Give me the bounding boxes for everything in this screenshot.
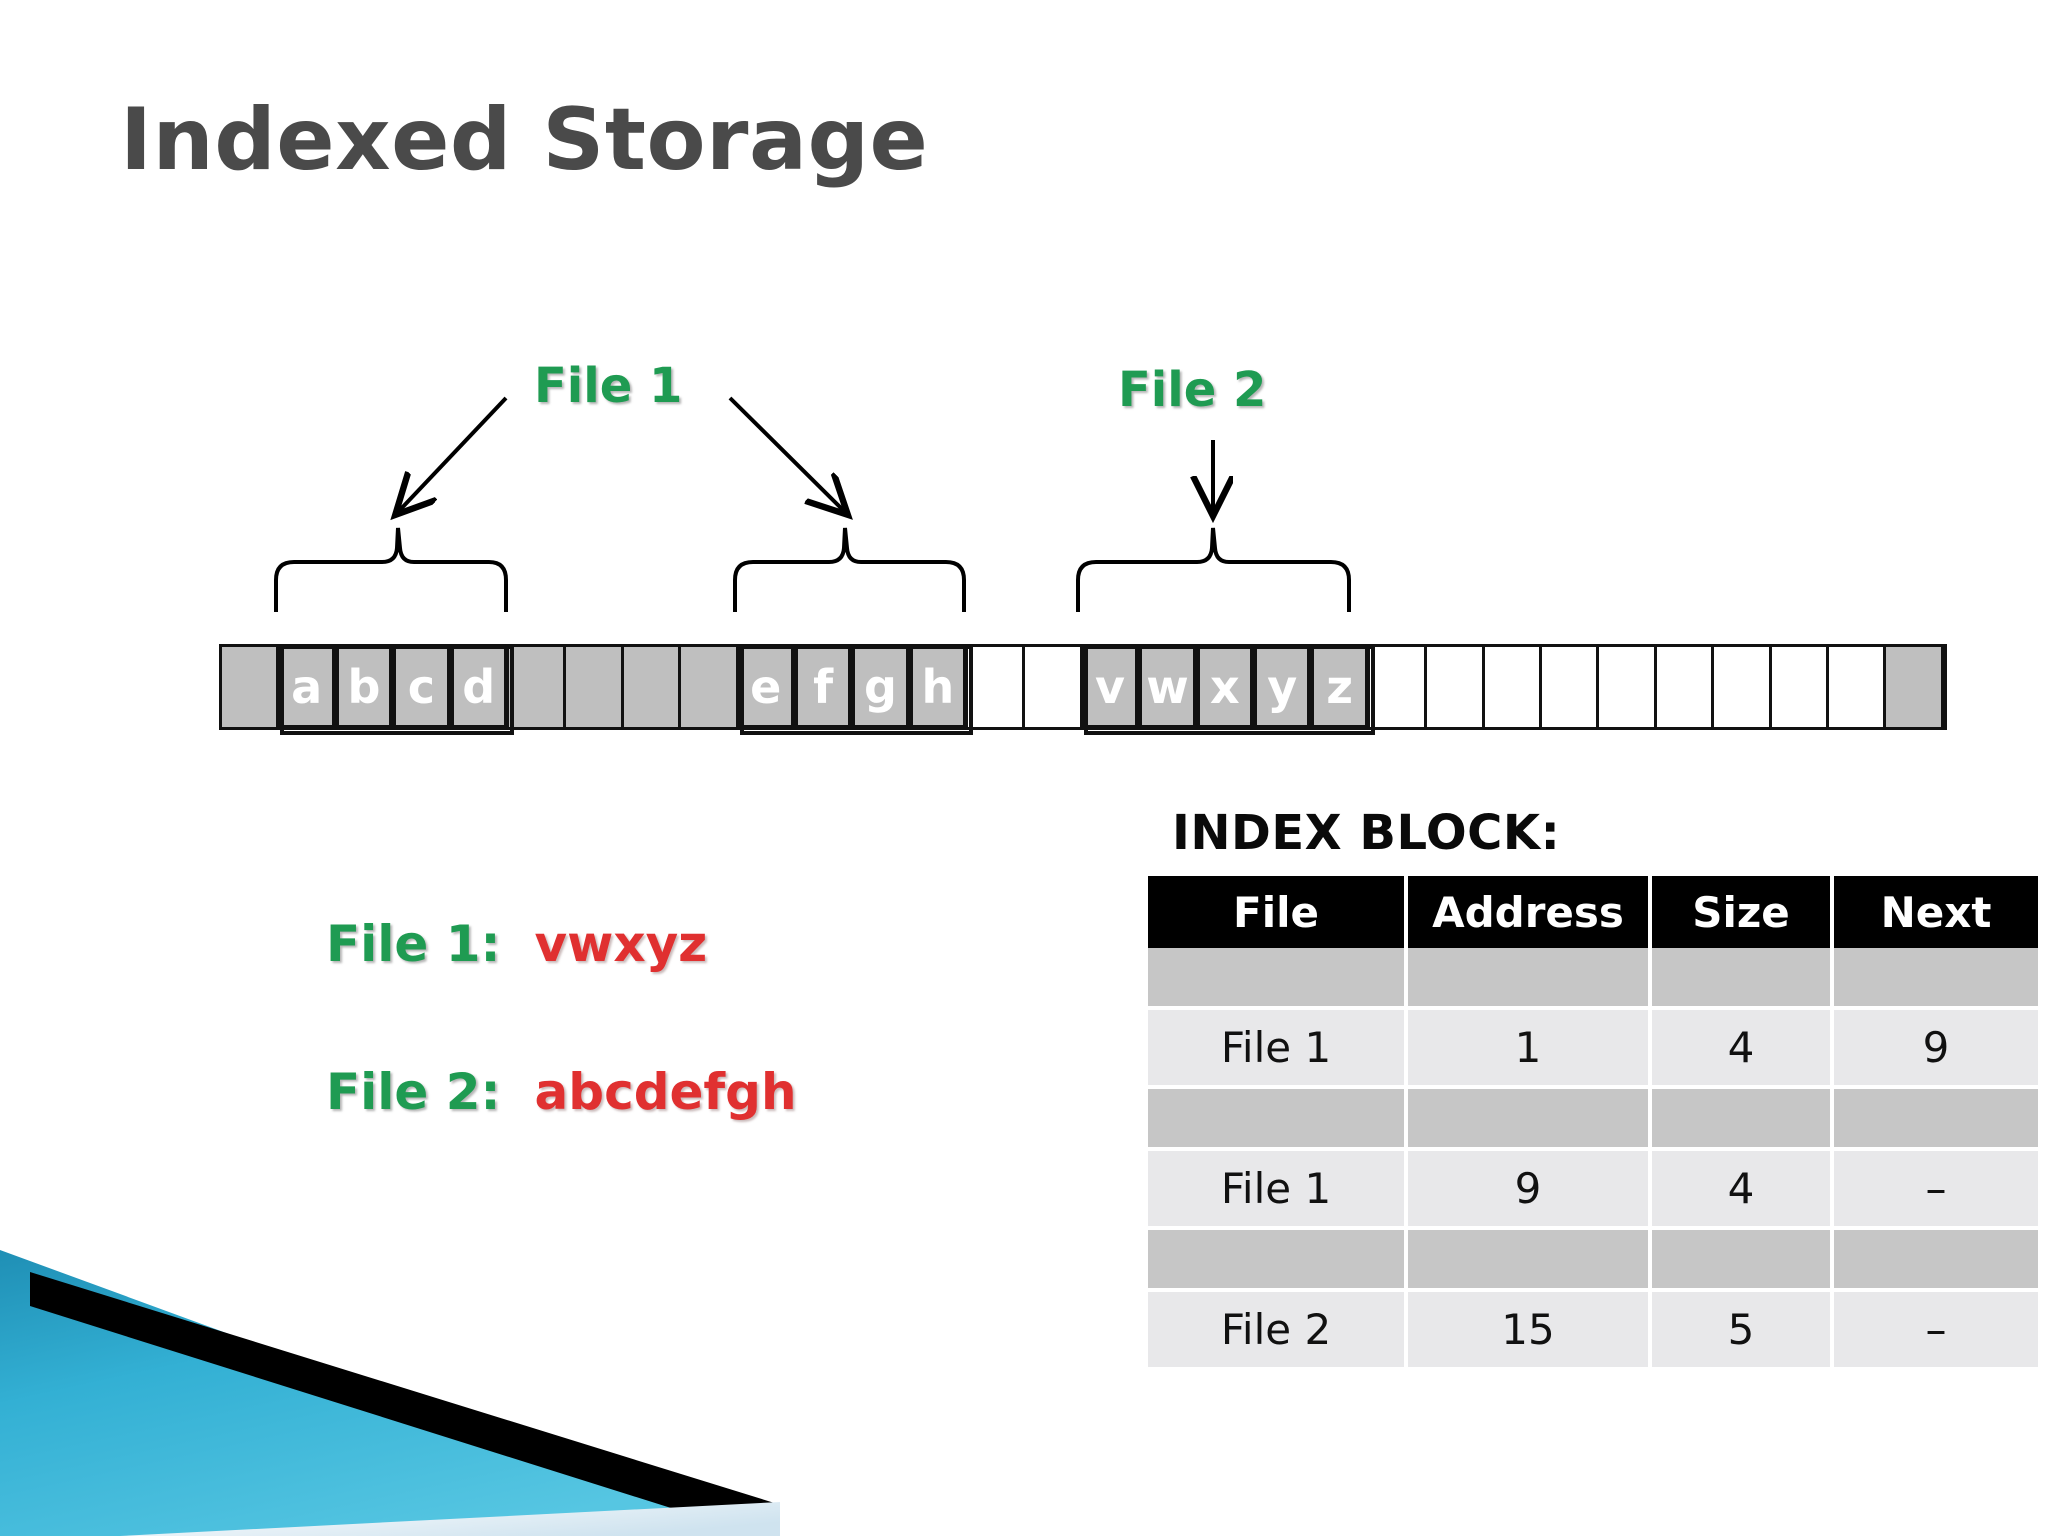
cell-next	[1832, 1228, 2038, 1292]
storage-cell-letter: w	[1146, 660, 1189, 714]
storage-cell-letter: b	[347, 660, 381, 714]
storage-cell-19[interactable]: z	[1312, 647, 1370, 727]
storage-cell-24[interactable]	[1599, 647, 1657, 727]
cell-next: –	[1832, 1149, 2038, 1230]
arrow-file1-left	[398, 396, 508, 512]
storage-cell-12[interactable]: h	[910, 647, 969, 727]
table-header-row: File Address Size Next	[1148, 876, 2038, 948]
file-listing-row-1: File 1: vwxyz	[326, 915, 707, 973]
cell-file	[1148, 1228, 1408, 1292]
storage-cell-22[interactable]	[1484, 647, 1542, 727]
cell-size	[1650, 948, 1834, 1010]
storage-cell-letter: g	[864, 660, 897, 714]
file-listing-contents-1: vwxyz	[534, 915, 708, 973]
storage-cell-10[interactable]: f	[795, 647, 854, 727]
cell-next: –	[1832, 1290, 2038, 1371]
cell-file	[1148, 1087, 1408, 1151]
storage-cell-21[interactable]	[1427, 647, 1485, 727]
storage-cell-7[interactable]	[623, 647, 682, 727]
storage-cell-18[interactable]: y	[1255, 647, 1313, 727]
storage-cell-letter: d	[462, 660, 496, 714]
corner-black-stripe	[30, 1272, 780, 1514]
cell-size	[1650, 1087, 1834, 1151]
cell-next: 9	[1832, 1008, 2038, 1089]
storage-cell-15[interactable]: v	[1082, 647, 1141, 727]
index-block-title: INDEX BLOCK:	[1172, 805, 1561, 861]
storage-cell-16[interactable]: w	[1140, 647, 1198, 727]
column-header-next: Next	[1832, 876, 2038, 948]
arrow-file1-right	[728, 396, 845, 512]
corner-decoration	[0, 1250, 780, 1536]
cell-file: File 1	[1148, 1008, 1408, 1089]
cell-address	[1406, 1228, 1652, 1292]
pointer-label-file1: File 1	[534, 358, 683, 414]
column-header-size: Size	[1650, 876, 1834, 948]
cell-address	[1406, 1087, 1652, 1151]
brace-file2-run2	[733, 527, 966, 612]
cell-address	[1406, 948, 1652, 1010]
storage-cell-29[interactable]	[1886, 647, 1944, 727]
file-listing-row-2: File 2: abcdefgh	[326, 1063, 797, 1121]
corner-pale-band	[120, 1502, 780, 1536]
storage-cell-26[interactable]	[1714, 647, 1772, 727]
table-spacer-row	[1148, 948, 2038, 1010]
storage-cell-27[interactable]	[1771, 647, 1829, 727]
storage-cell-5[interactable]	[508, 647, 567, 727]
storage-cell-4[interactable]: d	[451, 647, 509, 727]
storage-cell-25[interactable]	[1656, 647, 1715, 727]
storage-cell-2[interactable]: b	[336, 647, 395, 727]
cell-size	[1650, 1228, 1834, 1292]
cell-size: 5	[1650, 1290, 1834, 1371]
cell-next	[1832, 1087, 2038, 1151]
storage-cell-letter: f	[813, 660, 834, 714]
cell-file: File 2	[1148, 1290, 1408, 1371]
storage-cell-6[interactable]	[566, 647, 624, 727]
storage-cell-3[interactable]: c	[394, 647, 452, 727]
storage-cell-13[interactable]	[968, 647, 1026, 727]
storage-cell-letter: e	[750, 660, 782, 714]
cell-next	[1832, 948, 2038, 1010]
corner-teal-band	[0, 1250, 780, 1536]
storage-cell-14[interactable]	[1025, 647, 1083, 727]
table-spacer-row	[1148, 1087, 2038, 1151]
storage-cell-11[interactable]: g	[853, 647, 911, 727]
cell-size: 4	[1650, 1008, 1834, 1089]
storage-cell-letter: y	[1267, 660, 1298, 714]
storage-cell-1[interactable]: a	[279, 647, 337, 727]
storage-cell-letter: h	[921, 660, 955, 714]
storage-cell-letter: z	[1326, 660, 1353, 714]
storage-cell-9[interactable]: e	[738, 647, 796, 727]
storage-cell-20[interactable]	[1369, 647, 1428, 727]
column-header-address: Address	[1406, 876, 1652, 948]
storage-cell-8[interactable]	[681, 647, 739, 727]
storage-cell-23[interactable]	[1541, 647, 1600, 727]
cell-size: 4	[1650, 1149, 1834, 1230]
cell-address: 9	[1406, 1149, 1652, 1230]
page-title: Indexed Storage	[120, 90, 929, 190]
brace-file2-run1	[274, 527, 508, 612]
storage-cell-28[interactable]	[1828, 647, 1887, 727]
pointer-label-file2: File 2	[1118, 362, 1267, 418]
cell-file	[1148, 948, 1408, 1010]
file-listing-contents-2: abcdefgh	[534, 1063, 797, 1121]
cell-file: File 1	[1148, 1149, 1408, 1230]
cell-address: 15	[1406, 1290, 1652, 1371]
storage-cell-letter: x	[1210, 660, 1240, 714]
table-spacer-row	[1148, 1228, 2038, 1292]
storage-cell-letter: a	[291, 660, 323, 714]
column-header-file: File	[1148, 876, 1408, 948]
storage-cell-0[interactable]	[222, 647, 280, 727]
storage-cell-17[interactable]: x	[1197, 647, 1256, 727]
storage-cell-letter: v	[1095, 660, 1126, 714]
file-listing-name-2: File 2:	[326, 1063, 501, 1121]
cell-address: 1	[1406, 1008, 1652, 1089]
file-listing-name-1: File 1:	[326, 915, 501, 973]
brace-file1-run	[1076, 527, 1351, 612]
storage-cell-letter: c	[407, 660, 435, 714]
